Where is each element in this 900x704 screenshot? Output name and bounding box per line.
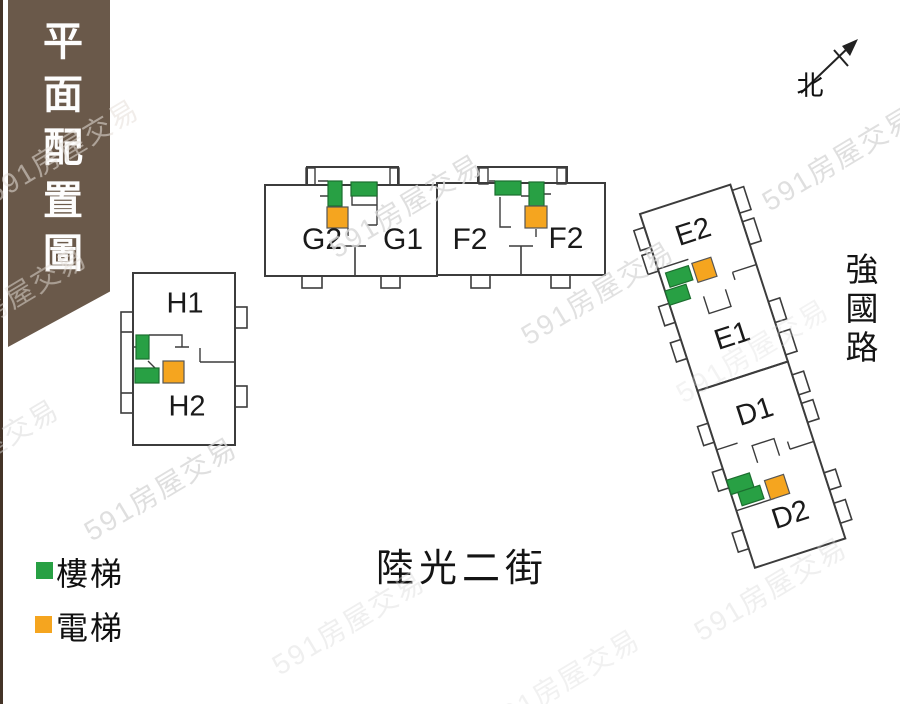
elevator-marker [524, 205, 548, 229]
building-f-interior-walls [489, 180, 551, 237]
elevator-marker [763, 473, 791, 501]
building-h: H1 H2 [120, 272, 248, 446]
street-label-qiangguo-rd: 強國路 [841, 252, 878, 369]
elevator-legend-swatch [35, 616, 52, 633]
unit-label-h2: H2 [168, 391, 205, 423]
building-g-divider [344, 245, 366, 276]
strip-left-balconies [632, 226, 750, 554]
building-f-balcony [470, 274, 491, 289]
building-h-interior-walls [133, 334, 235, 370]
building-d-outline [696, 360, 847, 570]
building-g: G2 G1 [264, 166, 438, 289]
building-ed-strip: E2 E1 D1 D2 [632, 183, 853, 570]
unit-label-h1: H1 [166, 288, 203, 320]
building-h-balcony [234, 306, 248, 329]
stairs-marker [135, 334, 150, 360]
stairs-marker [664, 264, 694, 289]
stairs-marker [134, 367, 160, 384]
unit-label-g2: G2 [302, 223, 342, 256]
compass-cross-tick [833, 49, 849, 67]
building-g-balcony [380, 275, 401, 289]
elevator-marker [326, 206, 349, 229]
street-label-luguang-2nd-st: 陸光二街 [376, 548, 549, 590]
unit-label-f2-right: F2 [548, 222, 583, 255]
elevator-marker [162, 360, 185, 384]
page-left-border [0, 0, 3, 704]
unit-label-e2: E2 [671, 211, 715, 252]
stairs-marker [664, 283, 692, 307]
building-g-balcony [301, 275, 323, 289]
stairs-legend-label: 樓梯 [56, 556, 125, 592]
stairs-marker [528, 181, 545, 207]
building-f-roof-bump [477, 166, 568, 183]
compass-north-label: 北 [797, 71, 824, 101]
building-f-balcony [550, 274, 571, 289]
building-g-interior-walls [318, 180, 378, 236]
unit-label-f2-left: F2 [452, 223, 487, 256]
building-d-interior-walls [716, 437, 815, 512]
unit-label-g1: G1 [383, 223, 423, 256]
building-f: F2 F2 [436, 166, 606, 289]
building-h-left-bay [120, 311, 134, 414]
north-compass: 北 [797, 39, 858, 101]
elevator-legend-label: 電梯 [56, 610, 125, 646]
stairs-marker [494, 180, 522, 196]
strip-right-balconies [731, 185, 853, 525]
compass-arrow-line [800, 44, 852, 94]
stairs-marker [350, 181, 378, 197]
building-f-divider [509, 245, 533, 275]
stairs-legend-swatch [36, 562, 53, 579]
unit-label-e1: E1 [710, 315, 754, 356]
building-e-interior-walls [657, 258, 757, 315]
stairs-marker [327, 180, 343, 207]
compass-arrowhead-icon [842, 39, 858, 56]
title-ribbon: 平面配置圖 [8, 0, 110, 347]
building-h-balcony [234, 385, 248, 408]
unit-label-d1: D1 [732, 391, 777, 433]
building-g-roof-bump [306, 166, 399, 185]
elevator-marker [691, 256, 718, 284]
unit-label-d2: D2 [768, 494, 813, 536]
stairs-marker [737, 484, 765, 507]
building-e-outline [638, 183, 790, 393]
page-title: 平面配置圖 [37, 20, 81, 285]
